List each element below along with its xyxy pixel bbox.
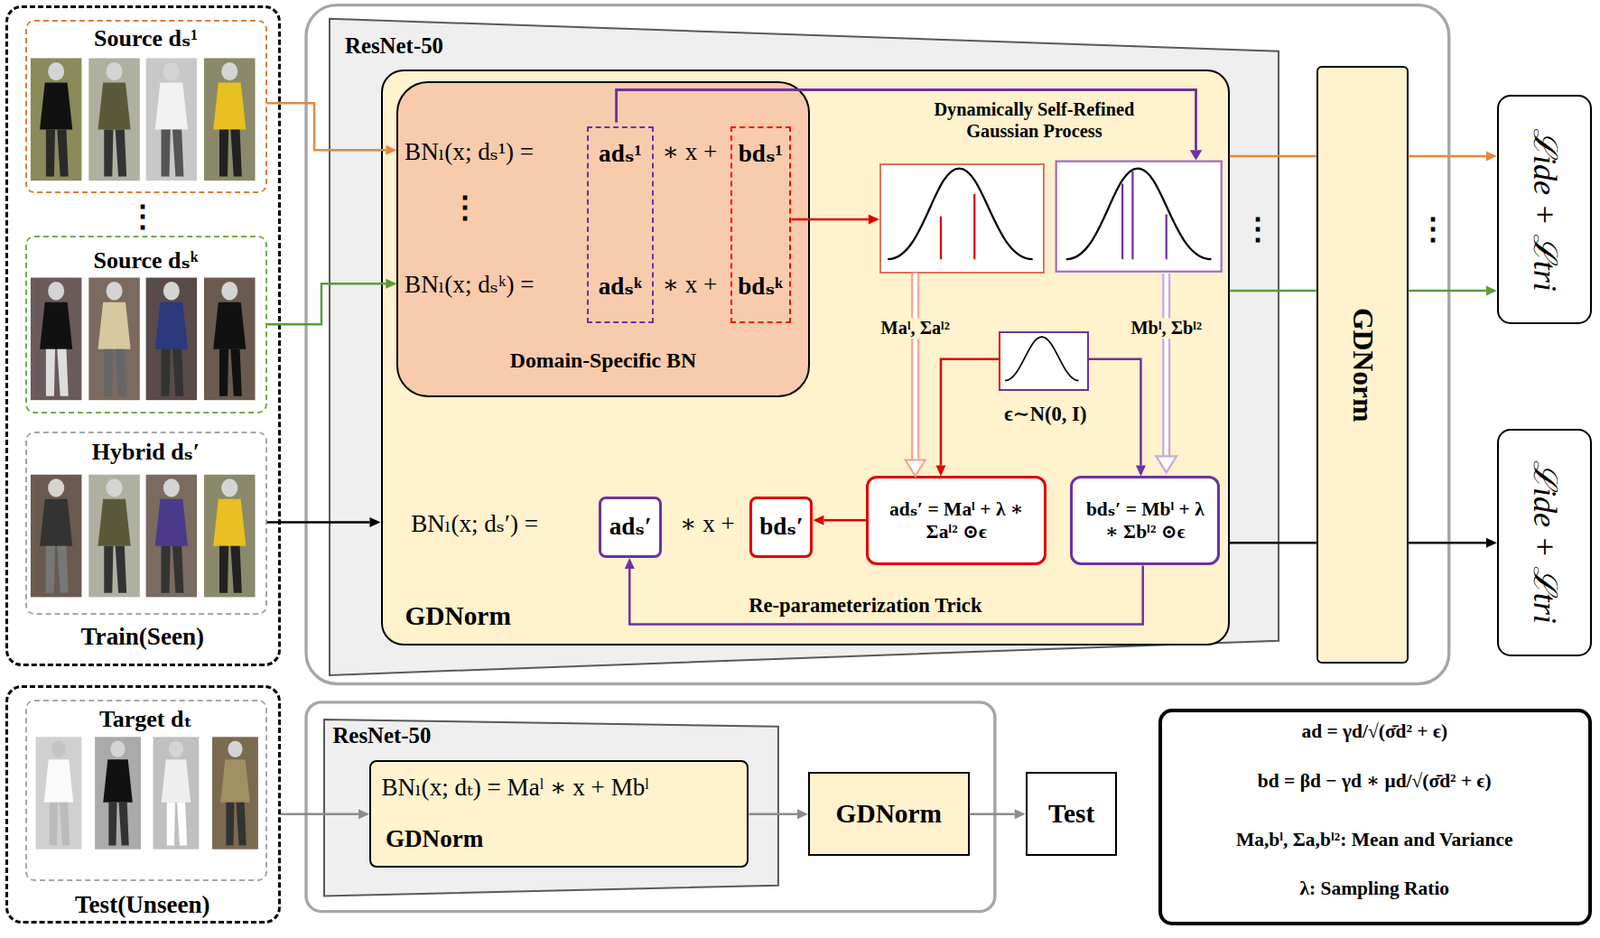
outer-frame — [306, 5, 1450, 685]
node-text: ℒide + ℒtri — [1525, 460, 1564, 624]
node-text: ∗ x + — [665, 510, 751, 539]
arrow-head — [1486, 150, 1498, 161]
node-text: ∗ x + — [651, 270, 729, 299]
annotation-label: ⋮ — [1414, 212, 1452, 248]
loss-box: ℒide + ℒtri — [1497, 428, 1592, 657]
node-text: ⋮ — [449, 190, 481, 226]
trapezoid-shape — [324, 719, 779, 897]
node-text: Train(Seen) — [8, 623, 278, 652]
node-text: bdₛ¹ — [732, 139, 790, 168]
param-column: adₛ¹ adₛᵏ — [586, 126, 653, 324]
arrow-head — [797, 809, 809, 819]
gaussian-box: Dynamically Self-Refined Gaussian Proces… — [879, 163, 1045, 274]
node-text: BNₗ(x; dₛ¹) = — [404, 138, 534, 167]
connector — [1408, 155, 1487, 159]
test-box: Test — [1025, 772, 1118, 856]
param-box: bdₛ′ — [749, 496, 813, 559]
node-text: BNₗ(x; dₜ) = Maˡ ∗ x + Mbˡ — [381, 773, 649, 802]
node-text: ResNet-50 — [332, 723, 431, 750]
gdnorm-box: GDNorm — [808, 772, 970, 856]
annotation-label: Mbˡ, Σbˡ² — [1127, 317, 1205, 339]
backbone-trapezoid: ResNet-50BNₗ(x; dₜ) = Maˡ ∗ x + MbˡGDNor… — [324, 719, 779, 897]
node-text: Test — [1048, 799, 1095, 830]
node-text: Target dₜ — [27, 706, 265, 734]
node-text: Source dₛᵏ — [27, 247, 265, 275]
node-text: ad = γd/√(σ̄d² + ϵ) — [1162, 720, 1588, 744]
gdnorm-block: BNₗ(x; dₜ) = Maˡ ∗ x + MbˡGDNorm — [369, 760, 749, 868]
node-text: Source dₛ¹ — [27, 25, 265, 53]
node-text: GDNorm — [404, 601, 511, 633]
group-frame: Train(Seen) Source dₛ¹ Source dₛᵏHybrid dₛ… — [5, 5, 281, 667]
formula-box: adₛ′ = Maˡ + λ ∗ Σaˡ² ⊙ϵ — [865, 475, 1047, 566]
connector — [1408, 541, 1487, 545]
node-text: ResNet-50 — [344, 33, 444, 60]
edge-label: Re-parameterization Trick — [745, 594, 985, 618]
node-text: Test(Unseen) — [8, 891, 278, 920]
node-text: bdₛ′ — [759, 512, 803, 541]
bn-block: BNₗ(x; dₛ¹) = ∗ x + ⋮ BNₗ(x; dₛᵏ) = ∗ x + Dom… — [396, 81, 810, 398]
node-text: bdₛ′ = Mbˡ + λ ∗ Σbˡ² ⊙ϵ — [1078, 498, 1212, 543]
node-text: Dynamically Self-Refined Gaussian Proces… — [899, 99, 1169, 142]
node-text: bd = βd − γd ∗ μd/√(σ̄d² + ϵ) — [1162, 770, 1588, 793]
trapezoid-shape — [329, 18, 1279, 676]
node-text: Hybrid dₛ′ — [27, 438, 265, 466]
domain-box: Source dₛᵏ — [25, 235, 268, 415]
domain-box: Hybrid dₛ′ — [25, 431, 268, 615]
node-text: adₛ′ = Maˡ + λ ∗ Σaˡ² ⊙ϵ — [874, 498, 1039, 543]
node-text: bdₛᵏ — [732, 272, 790, 301]
domain-box: Source dₛ¹ — [25, 19, 268, 194]
node-text: adₛ′ — [609, 512, 652, 541]
param-box: adₛ′ — [598, 496, 662, 559]
formula-box: bdₛ′ = Mbˡ + λ ∗ Σbˡ² ⊙ϵ — [1069, 475, 1220, 566]
node-text: ℒide + ℒtri — [1525, 128, 1564, 292]
edge-label: Maˡ, Σaˡ² — [878, 317, 953, 339]
node-text: adₛᵏ — [588, 272, 652, 301]
domain-box: Target dₜ — [25, 699, 268, 882]
node-text: ϵ∼N(0, I) — [988, 402, 1104, 427]
arrow-head — [1486, 286, 1498, 297]
annotation-label: ⋮ — [1239, 212, 1276, 248]
node-text: BNₗ(x; dₛᵏ) = — [404, 270, 534, 299]
node-text: adₛ¹ — [588, 139, 652, 168]
node-text: BNₗ(x; dₛ′) = — [410, 510, 539, 539]
node-text: λ: Sampling Ratio — [1162, 877, 1588, 901]
noise-box: ϵ∼N(0, I) — [998, 331, 1089, 391]
connector — [1408, 289, 1487, 293]
gdnorm-block: BNₗ(x; dₛ′) = ∗ x + GDNorm BNₗ(x; dₛ¹) = ∗ x… — [381, 69, 1230, 647]
node-text: ∗ x + — [651, 138, 729, 167]
gdnorm-bar: GDNorm — [1316, 65, 1409, 663]
node-text: GDNorm — [385, 825, 484, 854]
node-text: Domain-Specific BN — [398, 348, 808, 373]
outer-frame — [306, 702, 996, 912]
node-text: GDNorm — [836, 799, 942, 830]
annotation-label: ⋮ — [124, 198, 161, 234]
arrow-head — [1014, 809, 1026, 819]
param-column: bdₛ¹ bdₛᵏ — [730, 126, 792, 324]
group-frame: Test(Unseen) Target dₜ — [5, 685, 281, 923]
arrow-head — [1486, 538, 1498, 549]
loss-box: ℒide + ℒtri — [1497, 94, 1592, 325]
formula-legend-box: ad = γd/√(σ̄d² + ϵ) bd = βd − γd ∗ μd/√(σ… — [1158, 708, 1592, 926]
node-text: Ma,bˡ, Σa,bˡ²: Mean and Variance — [1162, 828, 1588, 852]
node-text: GDNorm — [1345, 307, 1378, 422]
connector — [969, 813, 1015, 817]
backbone-trapezoid: ResNet-50BNₗ(x; dₛ′) =∗ x +GDNormBNₗ(x; … — [329, 15, 1279, 680]
